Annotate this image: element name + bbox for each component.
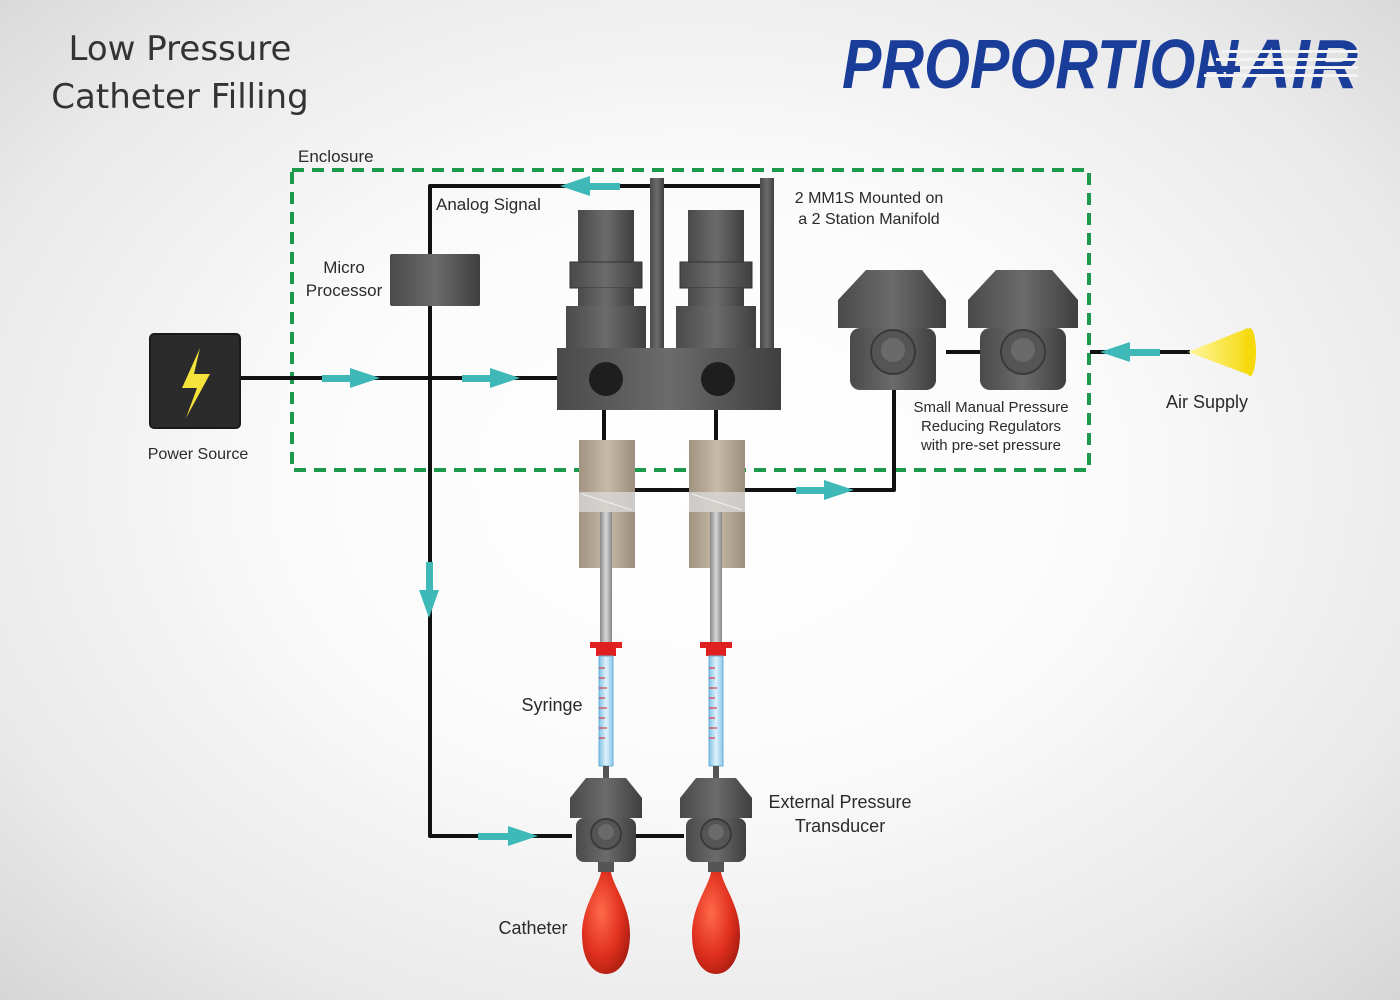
air-supply: Air Supply (1166, 328, 1256, 412)
logo-dash (1200, 66, 1240, 72)
enclosure-label: Enclosure (298, 147, 374, 166)
cylinder-2 (689, 440, 745, 648)
mm1s-valves: 2 MM1S Mounted on a 2 Station Manifold (557, 178, 943, 410)
flow-arrow-right-icon (796, 480, 854, 500)
page-title: Low Pressure Catheter Filling (51, 29, 308, 117)
manifold-port-1 (589, 362, 623, 396)
enclosure-boundary (290, 168, 1091, 472)
micro-processor-label-2: Processor (306, 281, 383, 300)
mm1s-valve-2 (676, 210, 756, 348)
catheter-label: Catheter (498, 918, 567, 938)
flow-arrow-right-icon (478, 826, 538, 846)
syringes: Syringe (521, 642, 732, 780)
flow-arrow-left-icon (560, 176, 620, 196)
micro-processor-label-1: Micro (323, 258, 365, 277)
logo-speed-lines-icon (1204, 50, 1358, 77)
regulators-label-2: Reducing Regulators (921, 418, 1061, 435)
cylinder-1 (579, 440, 635, 648)
power-source-label: Power Source (148, 446, 249, 463)
air-supply-cone-icon (1188, 328, 1252, 376)
pressure-transducers: External Pressure Transducer (570, 778, 912, 872)
proportion-air-logo: PROPORTION AIR (842, 25, 1358, 103)
flow-arrows (322, 176, 1160, 846)
transducer-1 (570, 778, 642, 872)
transducer-signal-line (428, 306, 572, 838)
valve1-signal-post (650, 178, 664, 348)
syringe-2 (700, 642, 732, 780)
logo-text-proportion: PROPORTION (842, 25, 1239, 103)
regulator-outlet-line (744, 386, 896, 492)
title-line-2: Catheter Filling (51, 77, 308, 117)
mm1s-label-1: 2 MM1S Mounted on (795, 190, 944, 207)
catheter-2 (692, 872, 740, 974)
title-line-1: Low Pressure (69, 29, 292, 69)
manifold-port-2 (701, 362, 735, 396)
regulators-label-3: with pre-set pressure (920, 437, 1061, 454)
connection-lines (240, 184, 1190, 838)
catheters: Catheter (498, 872, 740, 974)
flow-arrow-right-icon (462, 368, 520, 388)
regulator-1 (838, 270, 946, 390)
pressure-regulators: Small Manual Pressure Reducing Regulator… (838, 270, 1078, 454)
valve2-signal-post (760, 178, 774, 348)
analog-signal-label: Analog Signal (436, 195, 541, 214)
flow-arrow-right-icon (322, 368, 380, 388)
transducer-label-1: External Pressure (768, 792, 911, 812)
regulators-label-1: Small Manual Pressure (913, 399, 1068, 416)
lightning-bolt-icon (182, 348, 210, 418)
micro-processor: Micro Processor (306, 254, 480, 306)
regulator-2 (968, 270, 1078, 390)
flow-arrow-down-icon (419, 562, 439, 618)
syringe-1 (590, 642, 622, 780)
mm1s-label-2: a 2 Station Manifold (798, 211, 939, 228)
power-source: Power Source (148, 333, 249, 463)
catheter-1 (582, 872, 630, 974)
syringe-label: Syringe (521, 695, 582, 715)
flow-arrow-left-icon (1100, 342, 1160, 362)
air-supply-label: Air Supply (1166, 392, 1248, 412)
transducer-label-2: Transducer (795, 816, 885, 836)
piston-cylinders (579, 440, 745, 648)
transducer-2 (680, 778, 752, 872)
logo-text-air: AIR (1241, 25, 1358, 103)
micro-processor-box (390, 254, 480, 306)
mm1s-valve-1 (566, 210, 646, 348)
